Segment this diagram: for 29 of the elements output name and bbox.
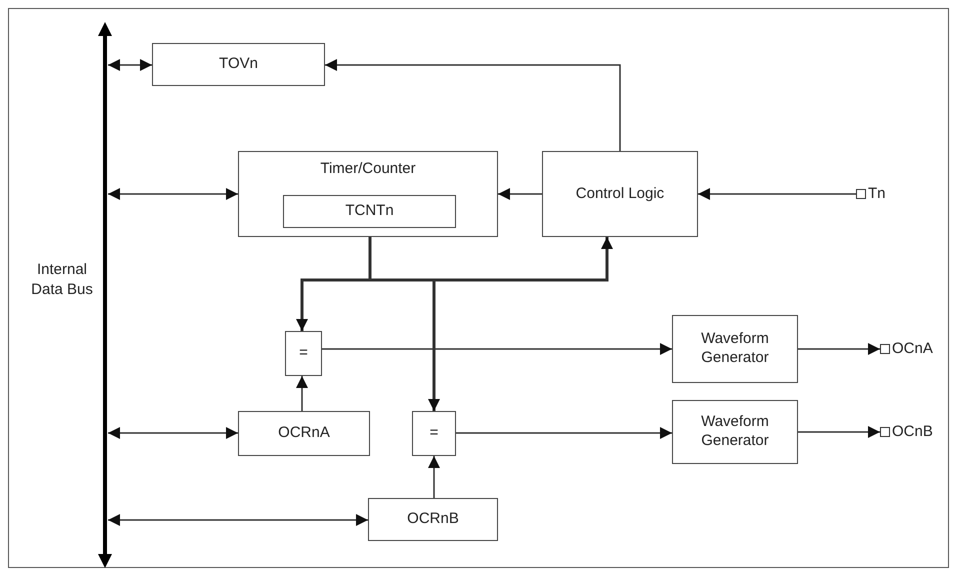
arrow	[325, 59, 621, 151]
block-box: OCRnB	[368, 498, 498, 541]
data-bus	[96, 22, 114, 568]
arrow	[698, 188, 856, 200]
block-title: Timer/Counter	[319, 160, 417, 179]
arrow	[321, 343, 673, 355]
bus-label: Internal Data Bus	[30, 260, 94, 299]
pin-label: Tn	[868, 184, 886, 204]
block-box: Waveform Generator	[672, 400, 798, 464]
block-box: Control Logic	[542, 151, 698, 237]
block-box: TOVn	[152, 43, 325, 86]
arrow	[798, 343, 880, 355]
pin-label: OCnB	[892, 422, 933, 442]
arrow	[498, 188, 542, 200]
pin-label: OCnA	[892, 340, 933, 358]
arrow	[296, 376, 308, 411]
block-box: TCNTn	[283, 195, 456, 228]
arrow	[798, 426, 880, 438]
arrow	[108, 59, 152, 71]
arrow	[456, 427, 672, 439]
block-box	[238, 151, 498, 237]
arrow	[108, 514, 368, 526]
arrow	[108, 188, 238, 200]
arrow	[108, 427, 238, 439]
block-box: =	[412, 411, 456, 456]
block-box: Waveform Generator	[672, 315, 798, 383]
arrow	[428, 456, 440, 498]
block-box: OCRnA	[238, 411, 370, 456]
block-box: =	[285, 331, 322, 376]
